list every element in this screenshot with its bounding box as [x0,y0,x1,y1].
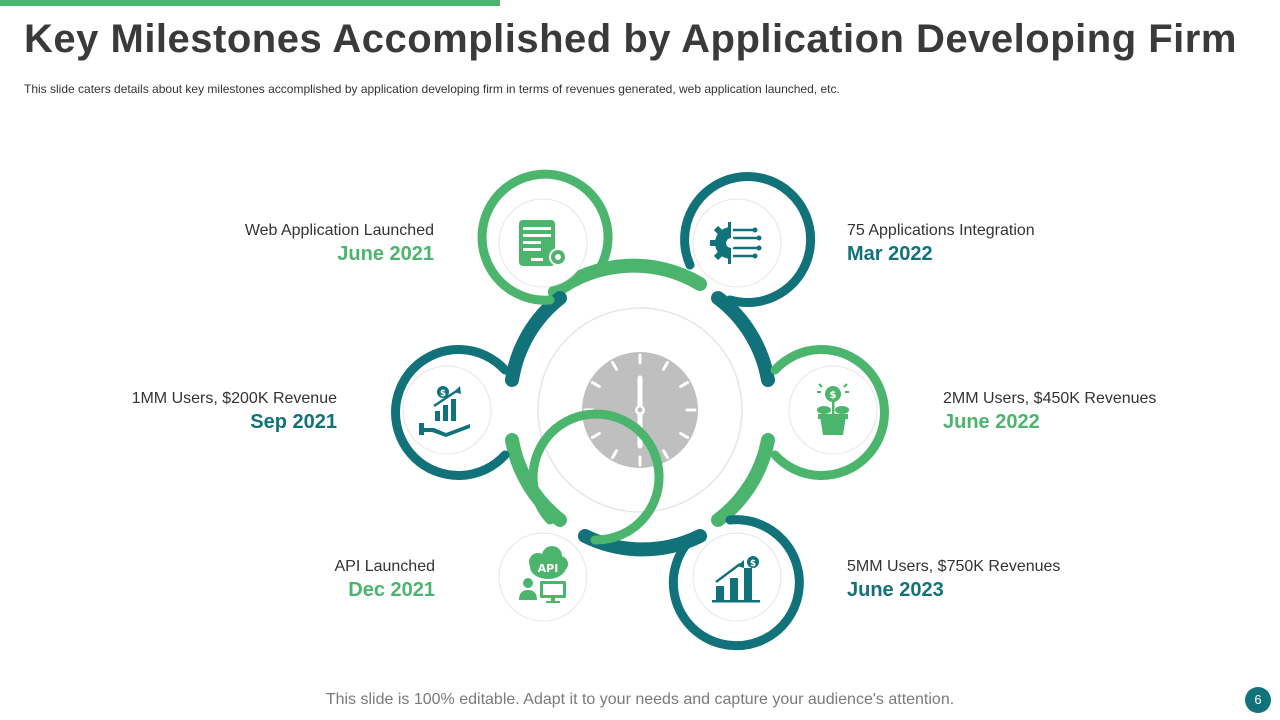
milestone-date: Sep 2021 [250,411,337,433]
milestone-5: API Launched Dec 2021 [135,557,435,603]
milestone-date: June 2022 [943,411,1040,433]
milestone-label: 1MM Users, $200K Revenue [131,390,337,407]
svg-text:API: API [538,562,559,575]
milestone-node-4 [770,345,889,480]
milestone-label: 2MM Users, $450K Revenues [943,390,1157,407]
milestone-date: Dec 2021 [348,579,435,601]
milestone-label: Web Application Launched [244,222,434,239]
milestone-label: 75 Applications Integration [847,222,1035,239]
svg-text:$: $ [830,390,837,401]
clock-icon [582,352,698,468]
page-subtitle: This slide caters details about key mile… [24,82,840,96]
milestone-6: 5MM Users, $750K Revenues June 2023 [847,557,1147,603]
milestone-node-6 [668,515,804,651]
footer-note: This slide is 100% editable. Adapt it to… [325,691,955,708]
milestone-date: June 2023 [847,579,944,601]
accent-bar [0,0,500,6]
svg-text:$: $ [440,389,446,399]
milestone-label: 5MM Users, $750K Revenues [847,558,1061,575]
milestone-2: 75 Applications Integration Mar 2022 [847,221,1147,267]
milestone-1: Web Application Launched June 2021 [134,221,434,267]
money-plant-icon: $ [817,383,849,435]
milestone-3: 1MM Users, $200K Revenue Sep 2021 [37,389,337,435]
milestone-node-3 [391,345,510,480]
milestone-date: Mar 2022 [847,243,933,265]
milestone-date: June 2021 [337,243,434,265]
milestone-label: API Launched [334,558,435,575]
circuit-gear-icon [710,220,762,266]
revenue-growth-hand-icon: $ [419,386,470,437]
svg-text:$: $ [750,559,756,569]
page-title: Key Milestones Accomplished by Applicati… [24,17,1237,61]
page-number-badge: 6 [1245,687,1271,713]
web-app-settings-icon [519,220,567,266]
api-cloud-icon: API [519,546,568,603]
growth-chart-icon: $ [712,556,760,603]
milestone-4: 2MM Users, $450K Revenues June 2022 [943,389,1243,435]
